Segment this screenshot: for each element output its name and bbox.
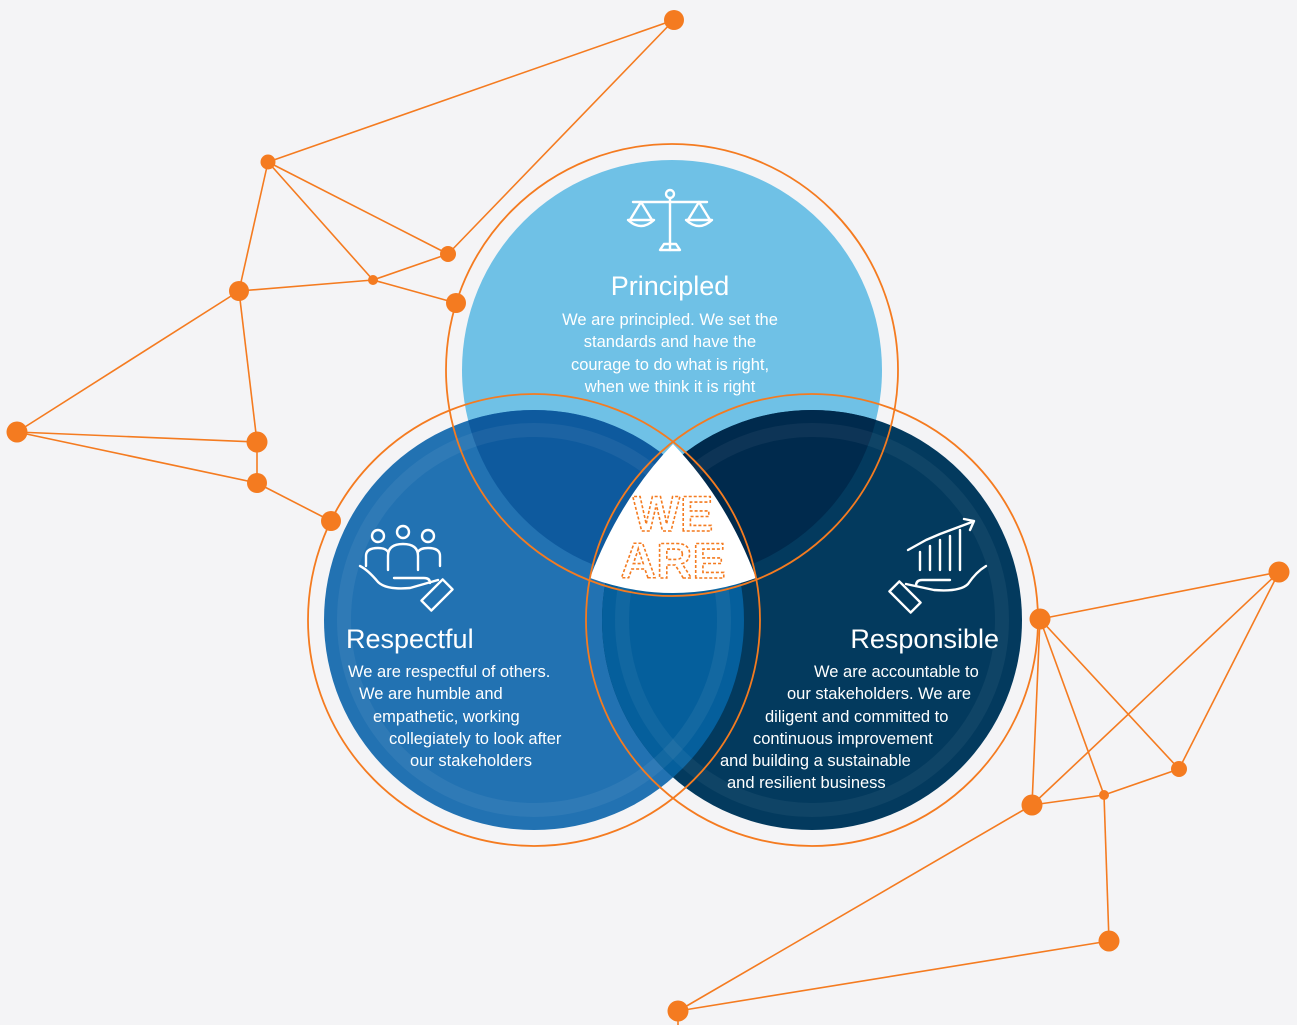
responsible-line-6: and resilient business (727, 774, 886, 793)
responsible-line-4: continuous improvement (753, 729, 933, 748)
responsible-title: Responsible (850, 624, 999, 654)
growth-chart-in-hand-icon (888, 517, 988, 614)
responsible-line-2: our stakeholders. We are (787, 685, 972, 704)
principled-line-3: courage to do what is right, (570, 355, 770, 374)
center-region (590, 444, 756, 593)
respectful-line-2: We are humble and (359, 685, 503, 704)
center-label: WE ARE (619, 485, 726, 590)
respectful-line-5: our stakeholders (410, 752, 532, 771)
principled-line-4: when we think it is right (584, 377, 756, 396)
principled-line-2: standards and have the (583, 333, 757, 352)
network-nodes (6, 10, 1290, 1022)
responsible-description: We are accountable to our stakeholders. … (700, 661, 1000, 795)
scales-of-justice-icon (626, 188, 714, 252)
people-in-hand-icon (358, 524, 454, 612)
principled-title: Principled (610, 271, 730, 301)
principled-line-1: We are principled. We set the (562, 311, 778, 329)
respectful-line-1: We are respectful of others. (348, 663, 551, 681)
principled-description: We are principled. We set the standards … (520, 309, 820, 398)
respectful-title: Respectful (346, 624, 474, 654)
center-line-are: ARE (620, 533, 726, 589)
responsible-line-1: We are accountable to (814, 663, 979, 681)
respectful-line-3: empathetic, working (373, 707, 520, 726)
network-lines (16, 19, 1280, 1025)
responsible-line-5: and building a sustainable (720, 752, 911, 771)
center-line-we: WE (633, 486, 714, 542)
responsible-line-3: diligent and committed to (765, 707, 949, 726)
respectful-description: We are respectful of others. We are humb… (346, 661, 606, 772)
respectful-line-4: collegiately to look after (389, 729, 562, 748)
